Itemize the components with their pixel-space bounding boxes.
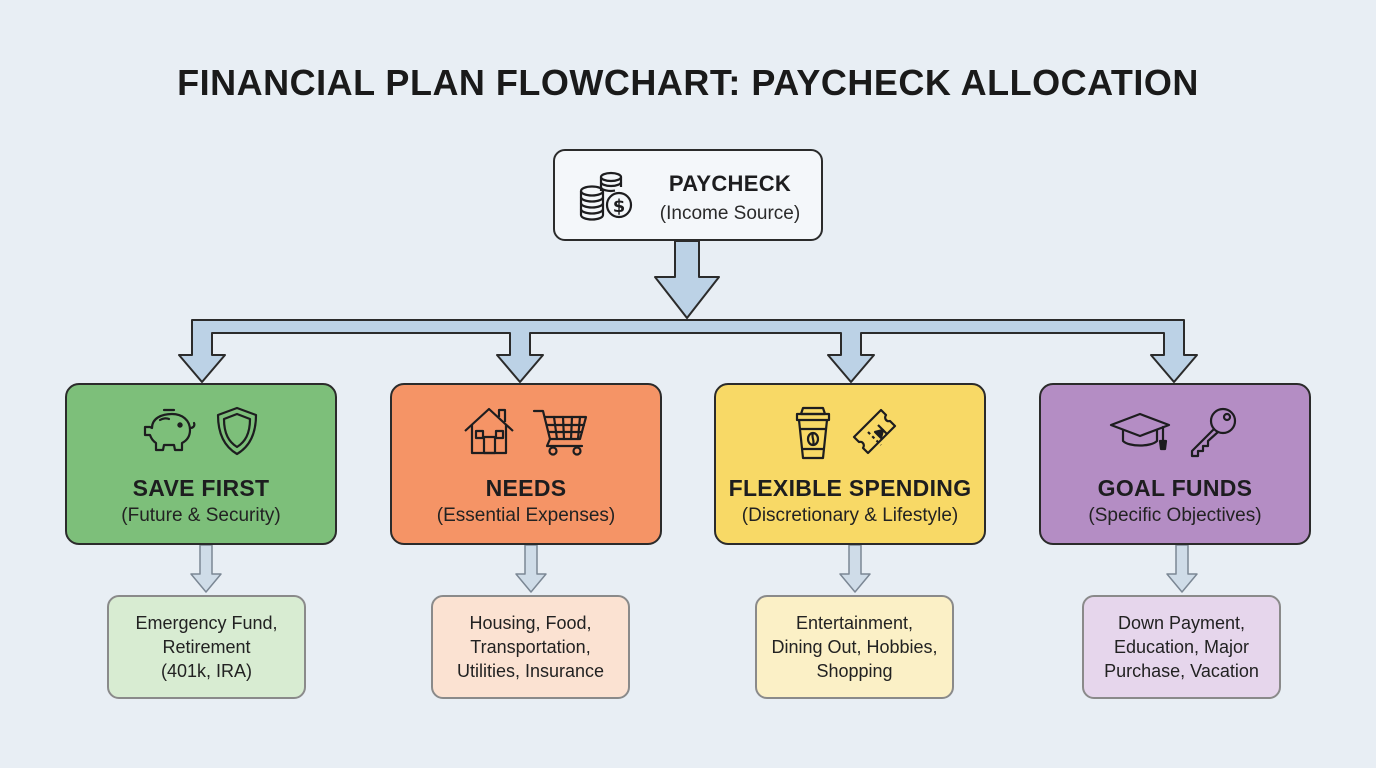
detail-goal-funds: Down Payment, Education, Major Purchase,… (1082, 595, 1281, 699)
detail-line: Education, Major (1113, 637, 1250, 657)
svg-text:$: $ (613, 196, 626, 217)
detail-flexible-spending: Entertainment, Dining Out, Hobbies, Shop… (755, 595, 954, 699)
key-icon (1191, 407, 1237, 458)
detail-line: Utilities, Insurance (456, 661, 605, 681)
detail-line: Purchase, Vacation (1104, 661, 1259, 681)
category-title: FLEXIBLE SPENDING (728, 475, 972, 501)
category-title: NEEDS (485, 475, 567, 501)
coffee-cup-icon (795, 406, 830, 460)
graduation-cap-icon (1109, 412, 1170, 451)
detail-arrow-goals (1166, 544, 1198, 593)
category-subtitle: (Essential Expenses) (436, 505, 616, 526)
detail-line: Transportation, (470, 637, 591, 657)
detail-arrow-needs (515, 544, 547, 593)
category-subtitle: (Specific Objectives) (1088, 505, 1262, 526)
category-needs: NEEDS (Essential Expenses) (390, 383, 662, 545)
category-subtitle: (Future & Security) (121, 505, 281, 526)
category-title: GOAL FUNDS (1097, 475, 1253, 501)
detail-line: Down Payment, (1117, 613, 1246, 633)
shopping-cart-icon (533, 409, 588, 456)
detail-arrows (190, 544, 1198, 593)
paycheck-box: $ PAYCHECK (Income Source) (553, 149, 823, 241)
coin-stack-icon: $ (579, 171, 633, 221)
house-icon (464, 407, 514, 455)
detail-arrow-save (190, 544, 222, 593)
detail-needs: Housing, Food, Transportation, Utilities… (431, 595, 630, 699)
main-down-arrow (654, 240, 720, 319)
ticket-icon (853, 408, 897, 455)
detail-line: Entertainment, (795, 613, 914, 633)
category-title: SAVE FIRST (132, 475, 270, 501)
category-flexible-spending: FLEXIBLE SPENDING (Discretionary & Lifes… (714, 383, 986, 545)
detail-line: Dining Out, Hobbies, (771, 637, 938, 657)
detail-save-first: Emergency Fund, Retirement (401k, IRA) (107, 595, 306, 699)
distribution-bar-arrow (178, 319, 1198, 383)
detail-line: Housing, Food, (469, 613, 592, 633)
category-subtitle: (Discretionary & Lifestyle) (741, 505, 959, 526)
category-goal-funds: GOAL FUNDS (Specific Objectives) (1039, 383, 1311, 545)
shield-icon (217, 406, 258, 456)
page-title: FINANCIAL PLAN FLOWCHART: PAYCHECK ALLOC… (177, 62, 1199, 103)
detail-arrow-flexible (839, 544, 871, 593)
paycheck-subtitle: (Income Source) (659, 203, 801, 224)
piggy-bank-icon (143, 408, 196, 452)
detail-line: (401k, IRA) (160, 661, 253, 681)
dollar-coin-icon: $ (605, 191, 633, 219)
detail-line: Retirement (162, 637, 251, 657)
detail-line: Emergency Fund, (135, 613, 278, 633)
category-save-first: SAVE FIRST (Future & Security) (65, 383, 337, 545)
detail-line: Shopping (816, 661, 893, 681)
paycheck-title: PAYCHECK (668, 171, 792, 196)
